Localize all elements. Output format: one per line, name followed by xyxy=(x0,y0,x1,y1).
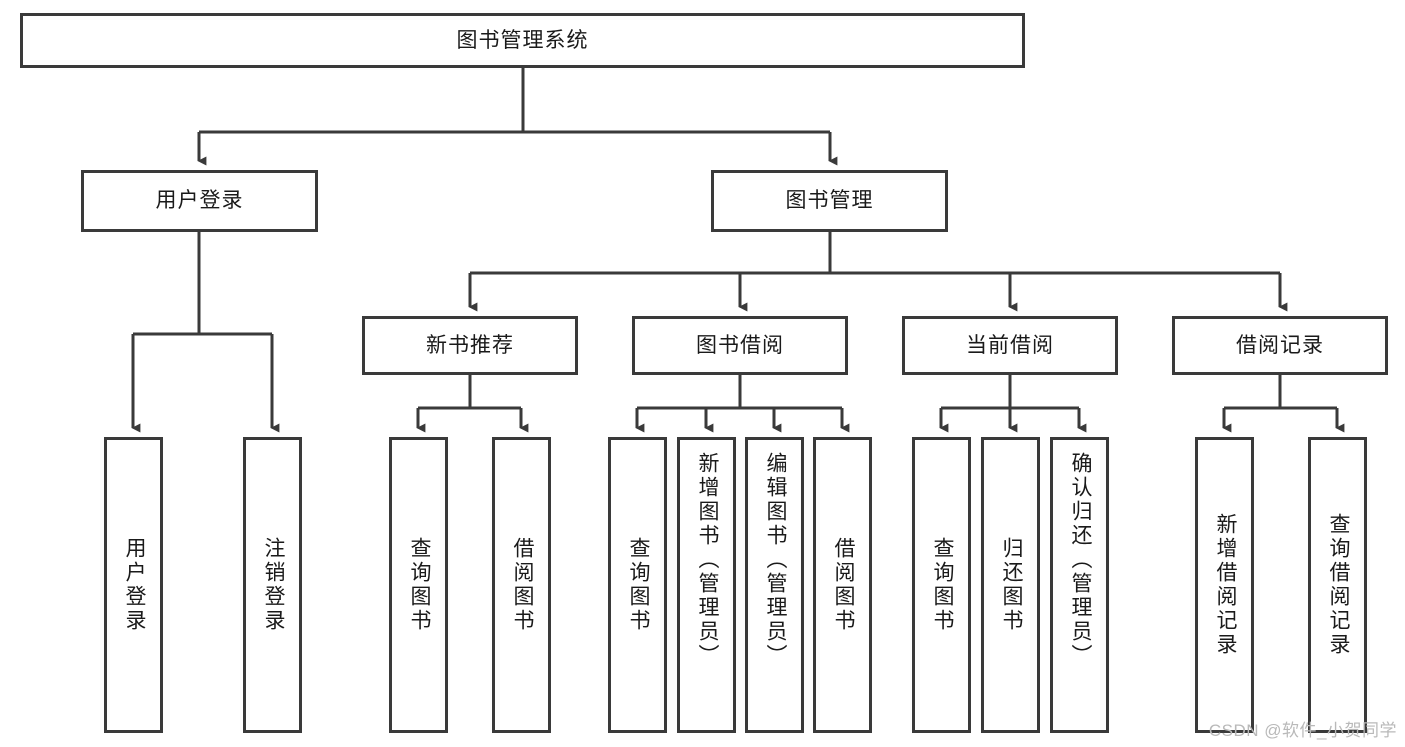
node-label: 借阅图书 xyxy=(510,537,534,633)
node-book-management[interactable]: 图书管理 xyxy=(711,170,948,232)
node-label: 借阅图书 xyxy=(831,537,855,633)
leaf-text-wrap: 新增借阅记录 xyxy=(1198,440,1251,730)
node-label: 当前借阅 xyxy=(966,333,1054,357)
node-root-system[interactable]: 图书管理系统 xyxy=(20,13,1025,68)
node-new-book-recommend[interactable]: 新书推荐 xyxy=(362,316,578,375)
node-label: 查询图书 xyxy=(626,537,650,633)
leaf-user-login-signin[interactable]: 用户登录 xyxy=(104,437,163,733)
leaf-text-wrap: 注销登录 xyxy=(246,440,299,730)
leaf-text-wrap: 确认归还（管理员） xyxy=(1053,440,1106,730)
node-borrow-record[interactable]: 借阅记录 xyxy=(1172,316,1388,375)
node-label: 用户登录 xyxy=(155,189,244,213)
leaf-book-borrow-edit[interactable]: 编辑图书（管理员） xyxy=(745,437,804,733)
leaf-new-book-query[interactable]: 查询图书 xyxy=(389,437,448,733)
node-label: 借阅记录 xyxy=(1236,333,1324,357)
leaf-text-wrap: 归还图书 xyxy=(984,440,1037,730)
node-label: 图书管理 xyxy=(785,189,874,213)
node-label: 图书管理系统 xyxy=(456,28,589,52)
node-label: 查询图书 xyxy=(407,537,431,633)
node-user-login[interactable]: 用户登录 xyxy=(81,170,318,232)
leaf-current-borrow-return[interactable]: 归还图书 xyxy=(981,437,1040,733)
leaf-text-wrap: 新增图书（管理员） xyxy=(680,440,733,730)
node-label: 新增图书（管理员） xyxy=(695,452,719,668)
node-label: 确认归还（管理员） xyxy=(1068,452,1092,668)
node-label: 查询图书 xyxy=(930,537,954,633)
leaf-borrow-record-add[interactable]: 新增借阅记录 xyxy=(1195,437,1254,733)
node-label: 归还图书 xyxy=(999,537,1023,633)
leaf-text-wrap: 借阅图书 xyxy=(495,440,548,730)
leaf-text-wrap: 查询图书 xyxy=(392,440,445,730)
leaf-text-wrap: 查询图书 xyxy=(611,440,664,730)
node-label: 注销登录 xyxy=(261,537,285,633)
leaf-book-borrow-borrow[interactable]: 借阅图书 xyxy=(813,437,872,733)
node-label: 查询借阅记录 xyxy=(1326,513,1350,657)
node-label: 用户登录 xyxy=(122,537,146,633)
leaf-book-borrow-add[interactable]: 新增图书（管理员） xyxy=(677,437,736,733)
leaf-text-wrap: 查询图书 xyxy=(915,440,968,730)
node-label: 图书借阅 xyxy=(696,333,784,357)
leaf-text-wrap: 查询借阅记录 xyxy=(1311,440,1364,730)
leaf-current-borrow-confirm-return[interactable]: 确认归还（管理员） xyxy=(1050,437,1109,733)
node-label: 新书推荐 xyxy=(426,333,514,357)
leaf-new-book-borrow[interactable]: 借阅图书 xyxy=(492,437,551,733)
leaf-text-wrap: 编辑图书（管理员） xyxy=(748,440,801,730)
leaf-text-wrap: 用户登录 xyxy=(107,440,160,730)
node-label: 新增借阅记录 xyxy=(1213,513,1237,657)
leaf-user-login-signout[interactable]: 注销登录 xyxy=(243,437,302,733)
node-label: 编辑图书（管理员） xyxy=(763,452,787,668)
leaf-book-borrow-query[interactable]: 查询图书 xyxy=(608,437,667,733)
leaf-text-wrap: 借阅图书 xyxy=(816,440,869,730)
leaf-current-borrow-query[interactable]: 查询图书 xyxy=(912,437,971,733)
node-current-borrow[interactable]: 当前借阅 xyxy=(902,316,1118,375)
leaf-borrow-record-query[interactable]: 查询借阅记录 xyxy=(1308,437,1367,733)
node-book-borrow[interactable]: 图书借阅 xyxy=(632,316,848,375)
